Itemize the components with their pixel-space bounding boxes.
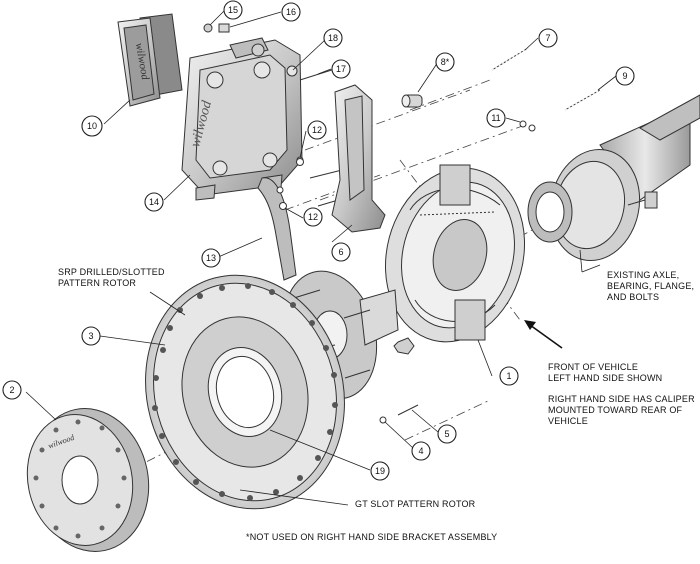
callout-9: 9 xyxy=(615,66,635,86)
svg-text:3: 3 xyxy=(88,331,93,341)
callout-16: 16 xyxy=(281,2,301,22)
callout-2: 2 xyxy=(2,380,22,400)
svg-text:19: 19 xyxy=(375,466,385,476)
callout-19: 19 xyxy=(370,461,390,481)
note-right-hand-side: RIGHT HAND SIDE HAS CALIPER MOUNTED TOWA… xyxy=(548,394,695,426)
svg-text:4: 4 xyxy=(418,446,423,456)
note-gt-slot: GT SLOT PATTERN ROTOR xyxy=(355,499,476,509)
leader-lines xyxy=(25,9,617,506)
svg-text:8*: 8* xyxy=(441,57,450,67)
svg-text:1: 1 xyxy=(506,371,511,381)
callout-6: 6 xyxy=(331,242,351,262)
rotor-drill-holes xyxy=(152,283,338,501)
callout-8: 8* xyxy=(435,52,455,72)
callout-17: 17 xyxy=(331,59,351,79)
parking-drum: wilwood xyxy=(26,408,150,552)
callout-12-upper: 12 xyxy=(307,120,327,140)
callout-13: 13 xyxy=(201,248,221,268)
svg-text:6: 6 xyxy=(338,247,343,257)
callout-3: 3 xyxy=(81,326,101,346)
svg-text:12: 12 xyxy=(312,125,322,135)
svg-text:9: 9 xyxy=(622,71,627,81)
parking-brake-assembly xyxy=(384,164,526,343)
drum-holes xyxy=(33,419,127,539)
front-direction-arrow xyxy=(524,320,563,349)
washer-11a xyxy=(519,120,527,128)
washer-11b xyxy=(528,124,536,132)
caliper: wilwood xyxy=(181,37,303,201)
long-bolts xyxy=(491,47,601,111)
svg-text:5: 5 xyxy=(444,429,449,439)
brake-pad-assembly: wilwood xyxy=(117,13,183,107)
svg-text:15: 15 xyxy=(228,5,238,15)
callout-12-lower: 12 xyxy=(303,207,323,227)
svg-text:14: 14 xyxy=(149,197,159,207)
callout-4: 4 xyxy=(411,441,431,461)
svg-text:11: 11 xyxy=(491,113,500,123)
bleeder-and-fitting xyxy=(203,23,230,33)
svg-text:7: 7 xyxy=(545,33,550,43)
callout-1: 1 xyxy=(499,366,519,386)
callout-11: 11 xyxy=(486,108,506,128)
svg-text:10: 10 xyxy=(87,121,97,131)
note-footnote: *NOT USED ON RIGHT HAND SIDE BRACKET ASS… xyxy=(246,532,498,542)
lug-nut xyxy=(393,337,415,355)
svg-text:18: 18 xyxy=(328,33,338,43)
callout-15: 15 xyxy=(223,0,243,20)
svg-text:13: 13 xyxy=(206,253,216,263)
svg-text:16: 16 xyxy=(286,7,296,17)
svg-text:17: 17 xyxy=(336,64,346,74)
existing-axle xyxy=(527,94,700,262)
callout-7: 7 xyxy=(538,28,558,48)
note-existing-axle: EXISTING AXLE, BEARING, FLANGE, AND BOLT… xyxy=(607,270,695,302)
svg-text:12: 12 xyxy=(308,212,318,222)
spacer xyxy=(401,94,423,108)
note-srp-rotor: SRP DRILLED/SLOTTED PATTERN ROTOR xyxy=(58,267,165,288)
callout-5: 5 xyxy=(437,424,457,444)
svg-text:2: 2 xyxy=(9,385,14,395)
small-bolts xyxy=(379,404,419,424)
callout-10: 10 xyxy=(81,115,103,137)
rotor xyxy=(145,274,345,510)
washer-lower xyxy=(279,202,287,210)
washer-upper xyxy=(296,158,304,166)
note-front-of-vehicle: FRONT OF VEHICLE LEFT HAND SIDE SHOWN xyxy=(548,362,663,383)
caliper-bracket xyxy=(331,84,386,233)
callout-18: 18 xyxy=(323,28,343,48)
callout-14: 14 xyxy=(144,192,164,212)
